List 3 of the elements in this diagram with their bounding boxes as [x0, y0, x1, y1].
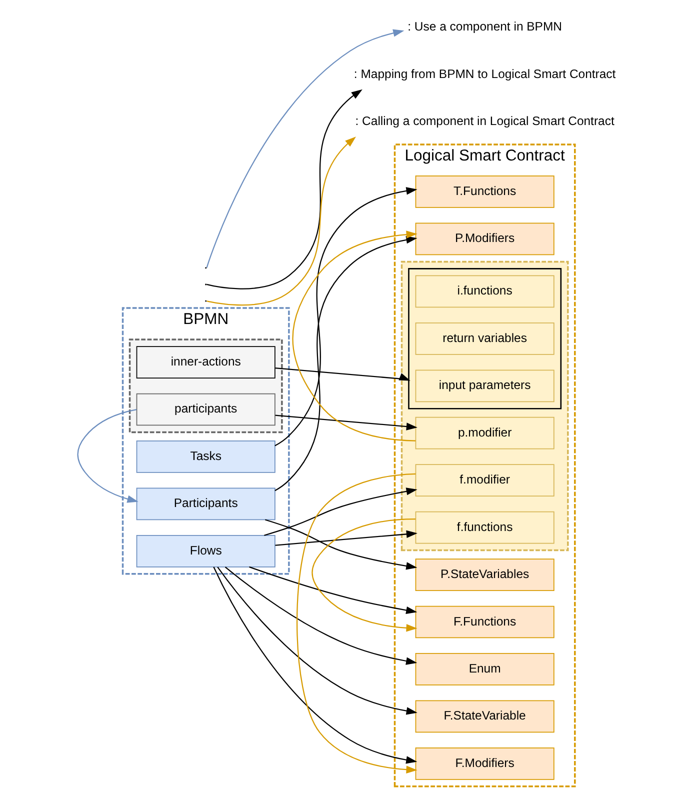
legend-label: : Calling a component in Logical Smart Contract	[355, 114, 614, 128]
legend-label: : Use a component in BPMN	[408, 20, 562, 34]
legend-label: : Mapping from BPMN to Logical Smart Contract	[354, 66, 616, 81]
